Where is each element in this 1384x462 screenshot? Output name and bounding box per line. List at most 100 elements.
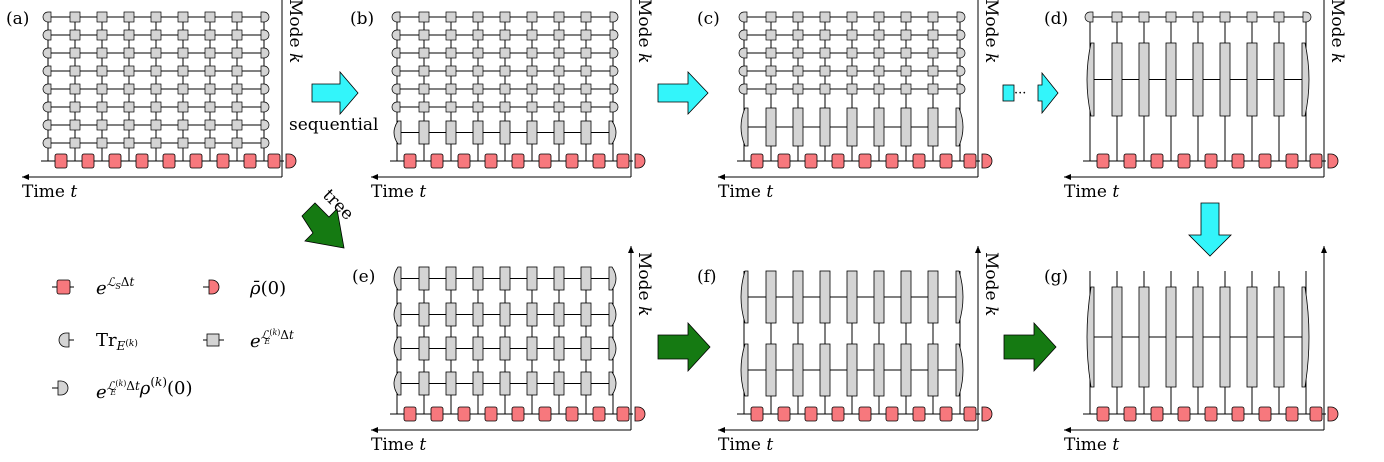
system-propagator-node xyxy=(1123,406,1137,422)
env-propagator-node xyxy=(96,83,108,95)
merged-env-propagator-node xyxy=(472,120,484,145)
time-axis-arrowhead xyxy=(371,174,378,180)
time-axis-label: Time t xyxy=(371,182,426,202)
merged-env-propagator-node xyxy=(445,371,457,396)
env-propagator-node xyxy=(123,119,135,131)
merged-trace-node xyxy=(740,343,749,397)
merged-env-propagator-node xyxy=(553,266,565,291)
env-propagator-node xyxy=(96,137,108,149)
merged-env-propagator-node xyxy=(1192,42,1204,117)
time-axis-label: Time t xyxy=(1064,435,1119,455)
env-initial-node xyxy=(260,11,270,23)
env-propagator-node xyxy=(177,47,189,59)
trace-node xyxy=(391,83,401,95)
env-propagator-node xyxy=(526,29,538,41)
merged-env-propagator-node xyxy=(472,371,484,396)
merged-env-propagator-node xyxy=(765,270,777,324)
merged-env-propagator-node xyxy=(580,120,592,145)
env-propagator-node xyxy=(472,47,484,59)
time-axis-arrowhead xyxy=(371,427,378,433)
system-propagator-node xyxy=(912,153,926,169)
merged-env-propagator-node xyxy=(418,120,430,145)
env-propagator-node xyxy=(900,29,912,41)
env-propagator-node xyxy=(96,29,108,41)
env-propagator-node xyxy=(765,29,777,41)
merged-env-propagator-node xyxy=(580,371,592,396)
merged-env-propagator-node xyxy=(580,266,592,291)
system-propagator-node xyxy=(457,406,471,422)
system-propagator-node xyxy=(484,406,498,422)
env-propagator-node xyxy=(150,101,162,113)
env-propagator-node xyxy=(873,47,885,59)
green-arrow-icon xyxy=(657,321,711,373)
merged-env-initial-node xyxy=(608,371,617,396)
green-diagonal-arrow-icon xyxy=(301,202,345,249)
env-propagator-node xyxy=(69,137,81,149)
env-propagator-node xyxy=(1111,11,1123,23)
mode-axis-arrowhead xyxy=(628,246,634,253)
arrow-a-to-b-sequential: sequential xyxy=(289,70,378,135)
env-propagator-node xyxy=(873,65,885,77)
env-propagator-node xyxy=(580,65,592,77)
merged-env-propagator-node xyxy=(900,107,912,147)
grey-right-half-disc-icon xyxy=(57,380,69,396)
merged-env-initial-node xyxy=(608,120,617,145)
arrow-d-to-g xyxy=(1188,202,1232,257)
merged-env-propagator-node xyxy=(873,343,885,397)
env-initial-node xyxy=(260,101,270,113)
env-propagator-node xyxy=(177,101,189,113)
env-propagator-node xyxy=(792,29,804,41)
env-propagator-node xyxy=(792,11,804,23)
merged-env-propagator-node xyxy=(1192,286,1204,388)
system-propagator-node xyxy=(858,153,872,169)
env-propagator-node xyxy=(123,137,135,149)
env-propagator-node xyxy=(1273,11,1285,23)
system-propagator-node xyxy=(81,153,95,169)
merged-env-propagator-node xyxy=(580,336,592,361)
env-propagator-node xyxy=(177,83,189,95)
env-propagator-node xyxy=(499,65,511,77)
env-propagator-node xyxy=(1219,11,1231,23)
env-initial-node xyxy=(956,29,966,41)
cyan-down-arrow-icon xyxy=(1188,202,1232,257)
env-initial-node xyxy=(609,11,619,23)
time-axis-arrowhead xyxy=(718,427,725,433)
env-propagator-node xyxy=(526,101,538,113)
env-propagator-node xyxy=(69,83,81,95)
trace-node xyxy=(391,65,401,77)
merged-env-propagator-node xyxy=(499,302,511,327)
merged-env-propagator-node xyxy=(819,343,831,397)
system-propagator-node xyxy=(403,153,417,169)
system-propagator-node xyxy=(858,406,872,422)
merged-env-propagator-node xyxy=(1138,42,1150,117)
system-propagator-node xyxy=(1096,406,1110,422)
time-axis-label: Time t xyxy=(1064,182,1119,202)
env-propagator-node xyxy=(231,137,243,149)
env-propagator-node xyxy=(204,65,216,77)
env-propagator-node xyxy=(69,119,81,131)
system-propagator-node xyxy=(1231,153,1245,169)
merged-env-propagator-node xyxy=(792,107,804,147)
env-initial-node xyxy=(609,65,619,77)
time-axis-label: Time t xyxy=(22,182,77,202)
trace-node xyxy=(42,47,52,59)
system-propagator-node xyxy=(1177,153,1191,169)
env-propagator-node xyxy=(846,65,858,77)
env-propagator-node xyxy=(231,101,243,113)
mode-axis-label: Mode k xyxy=(1327,0,1347,63)
cyan-arrow-tail-icon xyxy=(1002,84,1015,102)
merged-env-propagator-node xyxy=(765,343,777,397)
system-propagator-node xyxy=(1096,153,1110,169)
merged-trace-node xyxy=(740,107,749,147)
merged-env-propagator-node xyxy=(499,120,511,145)
env-propagator-node xyxy=(580,47,592,59)
env-propagator-node xyxy=(204,137,216,149)
system-propagator-node xyxy=(750,153,764,169)
system-propagator-node xyxy=(1177,406,1191,422)
system-propagator-node xyxy=(484,153,498,169)
env-propagator-node xyxy=(418,83,430,95)
merged-env-propagator-node xyxy=(1165,286,1177,388)
